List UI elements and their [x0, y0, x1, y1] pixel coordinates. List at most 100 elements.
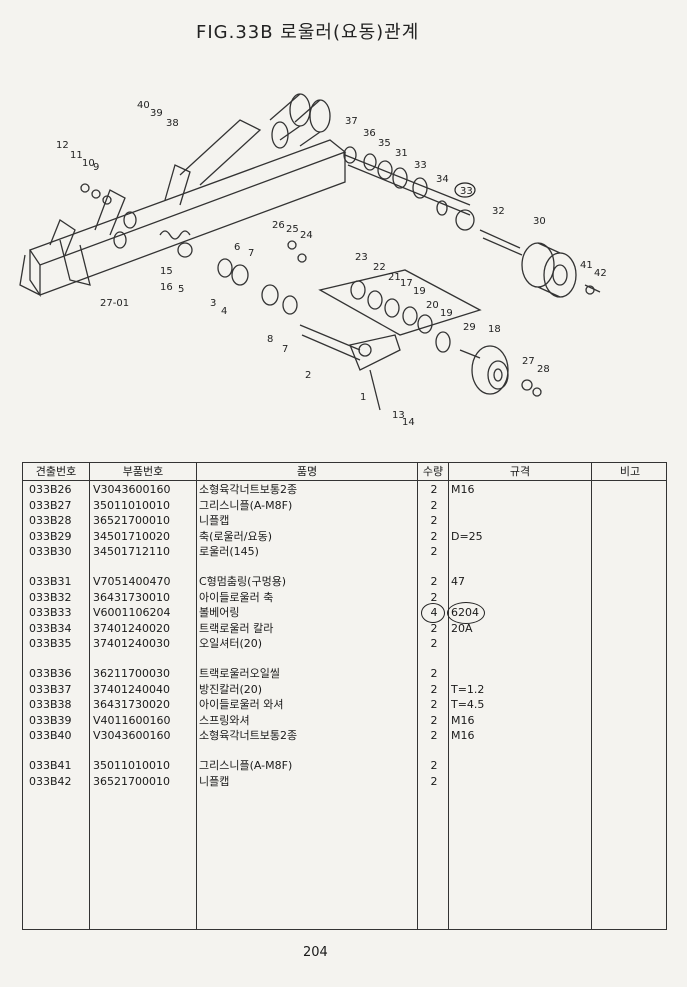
callout-34: 34 [436, 174, 449, 185]
cell-part-no: 36521700010 [93, 514, 170, 528]
callout-42: 42 [594, 268, 607, 279]
callout-7: 7 [248, 248, 254, 259]
cell-part-no: 36431730020 [93, 698, 170, 712]
callout-38: 38 [166, 118, 179, 129]
callout-10: 10 [82, 158, 95, 169]
cell-name: 트랙로울러오일씰 [199, 666, 280, 680]
callout-24: 24 [300, 230, 313, 241]
header-qty: 수량 [422, 465, 444, 478]
cell-index: 033B36 [29, 666, 72, 680]
cell-index: 033B41 [29, 758, 72, 772]
cell-index: 033B38 [29, 698, 72, 712]
cell-index: 033B32 [29, 590, 72, 604]
callout-30: 30 [533, 216, 546, 227]
qty-circle-mark [421, 603, 445, 624]
callout-25: 25 [286, 224, 299, 235]
callout-33-b: 33 [460, 186, 473, 197]
cell-part-no: V3043600160 [93, 729, 171, 743]
table-row-spacer [23, 560, 666, 574]
exploded-parts-diagram: 40 39 38 37 36 35 31 33 34 33 32 30 12 1… [19, 93, 607, 428]
cell-index: 033B31 [29, 574, 72, 588]
table-row: 033B31 V7051400470 C형멈춤링(구멍용) 2 47 [23, 574, 666, 590]
cell-name: 볼베어링 [199, 606, 240, 620]
callout-33: 33 [414, 160, 427, 171]
cell-qty: 2 [430, 666, 438, 680]
callout-1: 1 [360, 392, 366, 403]
cell-index: 033B40 [29, 729, 72, 743]
figure-title: FIG.33B 로울러(요동)관계 [196, 22, 420, 43]
table-row: 033B38 36431730020 아이들로울러 와셔 2 T=4.5 [23, 697, 666, 713]
cell-qty: 2 [430, 574, 438, 588]
table-row: 033B28 36521700010 니플캡 2 [23, 513, 666, 529]
cell-qty: 2 [430, 637, 438, 651]
callout-18: 18 [488, 324, 501, 335]
callout-40: 40 [137, 100, 150, 111]
cell-index: 033B42 [29, 774, 72, 788]
callout-12: 12 [56, 140, 69, 151]
header-remarks: 비고 [619, 465, 641, 478]
cell-name: C형멈춤링(구멍용) [199, 574, 287, 588]
cell-part-no: V3043600160 [93, 483, 171, 496]
parts-table: 견출번호 부품번호 품명 수량 규격 비고 033B26 V3043600160… [22, 462, 667, 930]
cell-name: 소형육각너트보통2종 [199, 729, 298, 743]
table-row-highlighted: 033B33 V6001106204 볼베어링 4 6204 [23, 602, 666, 625]
cell-index: 033B28 [29, 514, 72, 528]
cell-index: 033B30 [29, 545, 72, 559]
cell-name: 니플캡 [199, 774, 230, 788]
callout-20: 20 [426, 300, 439, 311]
callout-19-b: 19 [440, 308, 453, 319]
callout-37: 37 [345, 116, 358, 127]
table-row: 033B27 35011010010 그리스니플(A-M8F) 2 [23, 498, 666, 514]
callout-7-b: 7 [282, 344, 288, 355]
cell-index: 033B33 [29, 606, 72, 620]
cell-part-no: 35011010010 [93, 758, 170, 772]
table-row: 033B40 V3043600160 소형육각너트보통2종 2 M16 [23, 728, 666, 744]
cell-spec: M16 [451, 729, 475, 743]
header-spec: 규격 [509, 465, 531, 478]
cell-spec: T=1.2 [451, 682, 485, 696]
callout-21: 21 [388, 272, 401, 283]
header-index-no: 견출번호 [35, 465, 77, 478]
callout-41: 41 [580, 260, 593, 271]
cell-name: 축(로울러/요동) [199, 529, 273, 543]
callout-26: 26 [272, 220, 285, 231]
callout-circle [454, 182, 476, 198]
cell-name: 소형육각너트보통2종 [199, 483, 298, 496]
cell-index: 033B34 [29, 621, 72, 635]
callout-15: 15 [160, 266, 173, 277]
callout-16: 16 [160, 282, 173, 293]
cell-name: 니플캡 [199, 514, 230, 528]
cell-qty: 2 [430, 529, 438, 543]
cell-spec: D=25 [451, 529, 483, 543]
spec-circle-mark [447, 602, 485, 625]
cell-qty: 2 [430, 698, 438, 712]
callout-6: 6 [234, 242, 240, 253]
cell-part-no: 34501712110 [93, 545, 170, 559]
cell-index: 033B29 [29, 529, 72, 543]
cell-part-no: V6001106204 [93, 606, 171, 620]
callout-19: 19 [413, 286, 426, 297]
table-row: 033B30 34501712110 로울러(145) 2 [23, 544, 666, 560]
table-header: 견출번호 부품번호 품명 수량 규격 비고 [23, 463, 666, 481]
cell-spec: M16 [451, 483, 475, 496]
callout-14: 14 [402, 417, 415, 428]
cell-qty: 2 [430, 483, 438, 496]
cell-qty: 2 [430, 758, 438, 772]
callout-9: 9 [93, 162, 99, 173]
callout-13: 13 [392, 410, 405, 421]
cell-part-no: 36431730010 [93, 590, 170, 604]
cell-index: 033B39 [29, 713, 72, 727]
table-row: 033B29 34501710020 축(로울러/요동) 2 D=25 [23, 529, 666, 545]
table-row: 033B32 36431730010 아이들로울러 축 2 [23, 590, 666, 606]
cell-part-no: 36521700010 [93, 774, 170, 788]
callout-23: 23 [355, 252, 368, 263]
callout-27-01: 27-01 [100, 298, 129, 309]
cell-index: 033B35 [29, 637, 72, 651]
callout-2: 2 [305, 370, 311, 381]
cell-name: 오일셔터(20) [199, 637, 263, 651]
cell-qty: 2 [430, 729, 438, 743]
cell-qty: 2 [430, 590, 438, 604]
callout-32: 32 [492, 206, 505, 217]
table-row: 033B42 36521700010 니플캡 2 [23, 774, 666, 790]
cell-index: 033B27 [29, 498, 72, 512]
